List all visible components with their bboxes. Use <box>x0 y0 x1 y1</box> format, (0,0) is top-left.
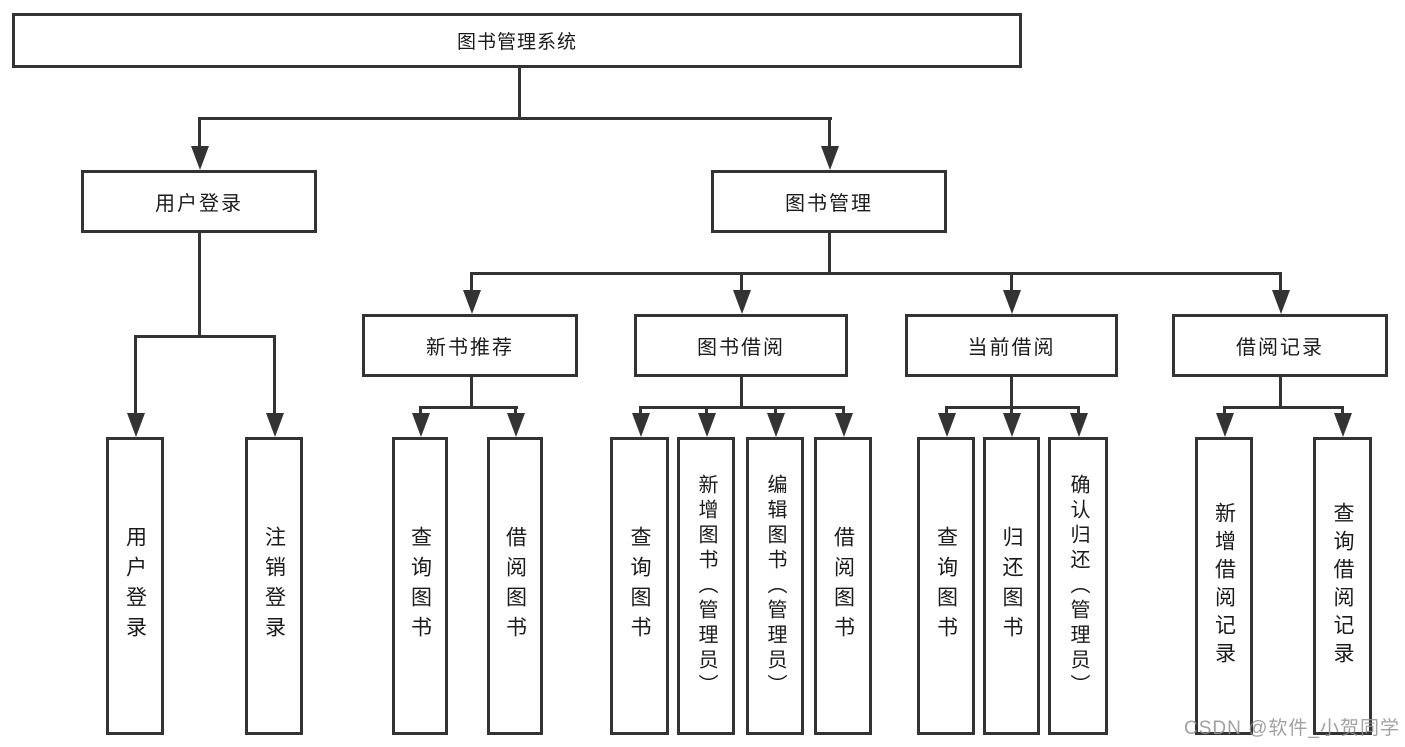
arrowhead-icon <box>821 146 839 170</box>
connector-line <box>774 406 777 417</box>
arrowhead-icon <box>835 413 853 437</box>
arrowhead-icon <box>1003 290 1021 314</box>
leaf-rec-borrow-books: 借阅图书 <box>487 437 543 735</box>
arrowhead-icon <box>1216 413 1234 437</box>
node-current-borrow-label: 当前借阅 <box>967 337 1056 359</box>
leaf-bb-edit-books-admin-label: 编辑图书（管理员） <box>764 473 786 699</box>
leaf-rec-query-books: 查询图书 <box>392 437 448 735</box>
connector-line <box>419 406 518 409</box>
connector-line <box>1223 406 1344 409</box>
arrowhead-icon <box>632 413 650 437</box>
leaf-cb-query-books-label: 查询图书 <box>934 526 958 646</box>
connector-line <box>639 406 845 409</box>
leaf-bb-query-books: 查询图书 <box>610 437 669 735</box>
node-borrow-record-label: 借阅记录 <box>1236 337 1324 359</box>
connector-line <box>828 233 831 272</box>
connector-line <box>1223 406 1226 417</box>
arrowhead-icon <box>1334 413 1352 437</box>
node-current-borrow: 当前借阅 <box>905 314 1118 377</box>
leaf-bb-borrow-books: 借阅图书 <box>814 437 872 735</box>
connector-line <box>639 406 642 417</box>
arrowhead-icon <box>938 413 956 437</box>
connector-line <box>1077 406 1080 417</box>
leaf-rec-borrow-books-label: 借阅图书 <box>503 526 527 646</box>
arrowhead-icon <box>191 146 209 170</box>
node-root-label: 图书管理系统 <box>456 32 577 53</box>
node-borrow-record: 借阅记录 <box>1172 314 1388 377</box>
leaf-cb-confirm-return-admin: 确认归还（管理员） <box>1048 437 1108 735</box>
connector-line <box>1279 377 1282 406</box>
connector-line <box>518 68 521 117</box>
arrowhead-icon <box>1070 413 1088 437</box>
arrowhead-icon <box>733 290 751 314</box>
leaf-br-query-record: 查询借阅记录 <box>1313 437 1372 735</box>
connector-line <box>1010 377 1013 406</box>
leaf-bb-query-books-label: 查询图书 <box>628 526 651 646</box>
arrowhead-icon <box>266 413 284 437</box>
arrowhead-icon <box>127 413 145 437</box>
leaf-user-login: 用户登录 <box>106 437 164 735</box>
connector-line <box>198 233 201 335</box>
node-user-login-label: 用户登录 <box>155 193 243 215</box>
node-user-login: 用户登录 <box>81 170 317 233</box>
arrowhead-icon <box>1272 290 1290 314</box>
leaf-br-add-record-label: 新增借阅记录 <box>1212 502 1236 670</box>
connector-line <box>134 335 137 417</box>
node-book-management: 图书管理 <box>711 170 947 233</box>
connector-line <box>740 377 743 406</box>
connector-line <box>514 406 517 417</box>
connector-line <box>1279 272 1282 294</box>
connector-line <box>419 406 422 417</box>
node-new-book-recommend: 新书推荐 <box>362 314 578 377</box>
connector-line <box>828 117 831 150</box>
connector-line <box>1010 272 1013 294</box>
connector-line <box>198 117 201 150</box>
leaf-bb-add-books-admin: 新增图书（管理员） <box>677 437 735 735</box>
csdn-watermark: CSDN @软件_小贺同学 <box>1184 718 1400 739</box>
node-root: 图书管理系统 <box>12 13 1022 68</box>
connector-line <box>705 406 708 417</box>
leaf-user-login-label: 用户登录 <box>123 526 147 646</box>
node-book-management-label: 图书管理 <box>785 193 873 215</box>
connector-line <box>1010 406 1013 417</box>
leaf-cb-return-books-label: 归还图书 <box>1000 526 1023 646</box>
arrowhead-icon <box>412 413 430 437</box>
leaf-cb-return-books: 归还图书 <box>983 437 1040 735</box>
arrowhead-icon <box>507 413 525 437</box>
leaf-rec-query-books-label: 查询图书 <box>408 526 432 646</box>
leaf-cb-confirm-return-admin-label: 确认归还（管理员） <box>1067 473 1089 699</box>
connector-line <box>470 377 473 406</box>
connector-line <box>198 117 832 120</box>
arrowhead-icon <box>698 413 716 437</box>
leaf-bb-add-books-admin-label: 新增图书（管理员） <box>695 473 717 699</box>
leaf-logout-label: 注销登录 <box>262 526 286 646</box>
leaf-bb-borrow-books-label: 借阅图书 <box>831 526 855 646</box>
connector-line <box>1341 406 1344 417</box>
connector-line <box>273 335 276 417</box>
connector-line <box>134 335 276 338</box>
connector-line <box>470 272 1282 275</box>
leaf-br-add-record: 新增借阅记录 <box>1195 437 1253 735</box>
connector-line <box>470 272 473 294</box>
leaf-br-query-record-label: 查询借阅记录 <box>1331 502 1354 670</box>
arrowhead-icon <box>1003 413 1021 437</box>
arrowhead-icon <box>463 290 481 314</box>
leaf-cb-query-books: 查询图书 <box>917 437 975 735</box>
leaf-bb-edit-books-admin: 编辑图书（管理员） <box>746 437 804 735</box>
connector-line <box>842 406 845 417</box>
node-book-borrow: 图书借阅 <box>634 314 848 377</box>
arrowhead-icon <box>767 413 785 437</box>
connector-line <box>740 272 743 294</box>
node-book-borrow-label: 图书借阅 <box>697 337 785 359</box>
node-new-book-recommend-label: 新书推荐 <box>426 337 514 359</box>
leaf-logout: 注销登录 <box>245 437 303 735</box>
connector-line <box>945 406 948 417</box>
